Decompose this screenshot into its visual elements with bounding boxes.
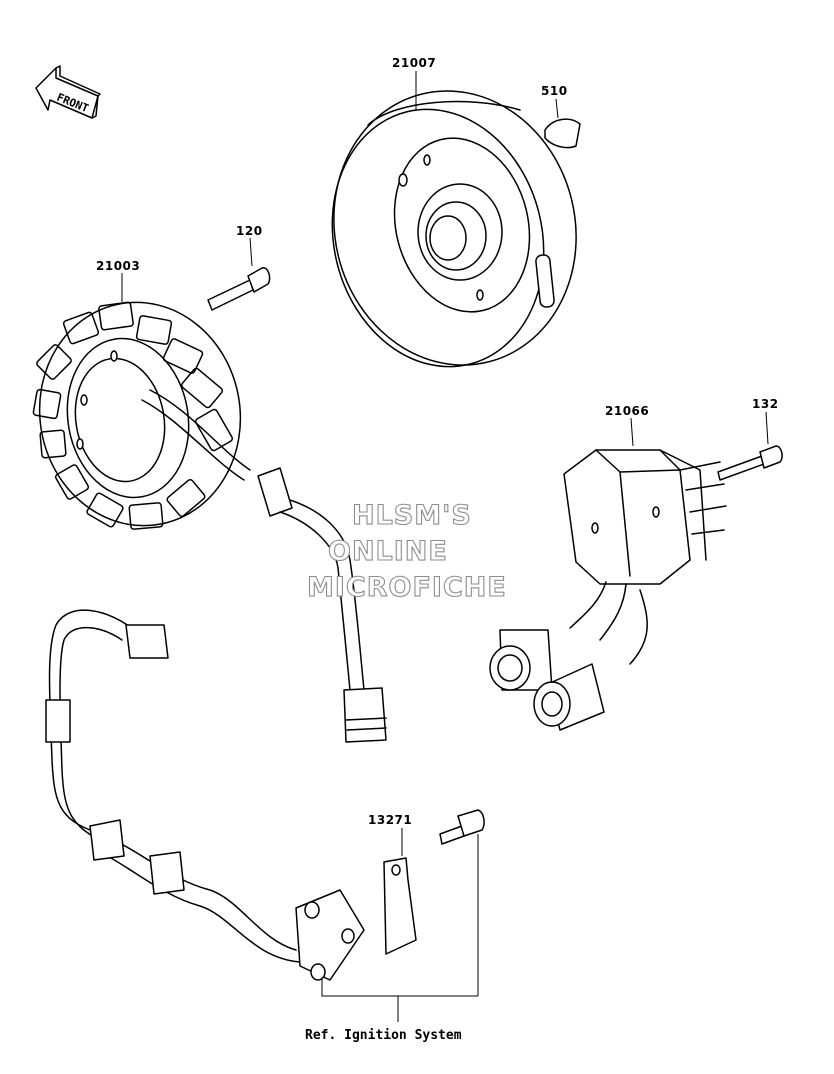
watermark-line-2: ONLINE [327,535,448,567]
part-number-stator-bolt[interactable]: 120 [236,224,263,238]
part-number-key[interactable]: 510 [541,84,568,98]
stator-bolt-drawing [207,237,271,311]
watermark-line-3: MICROFICHE [306,571,507,603]
regulator-drawing [489,417,727,731]
part-number-pickup-coil[interactable]: 13271 [368,813,413,827]
part-number-stator[interactable]: 21003 [96,259,141,273]
front-arrow-icon: FRONT [35,65,101,119]
pickup-harness-drawing [45,609,485,1022]
reference-label[interactable]: Ref. Ignition System [305,1028,462,1043]
part-number-regulator[interactable]: 21066 [605,404,650,418]
key-drawing [544,98,581,149]
regulator-bolt-drawing [717,411,783,481]
part-number-regulator-bolt[interactable]: 132 [752,397,779,411]
stator-drawing [32,273,387,743]
flywheel-drawing [331,71,577,368]
watermark-line-1: HLSM'S [351,499,472,531]
part-number-flywheel[interactable]: 21007 [392,56,437,70]
